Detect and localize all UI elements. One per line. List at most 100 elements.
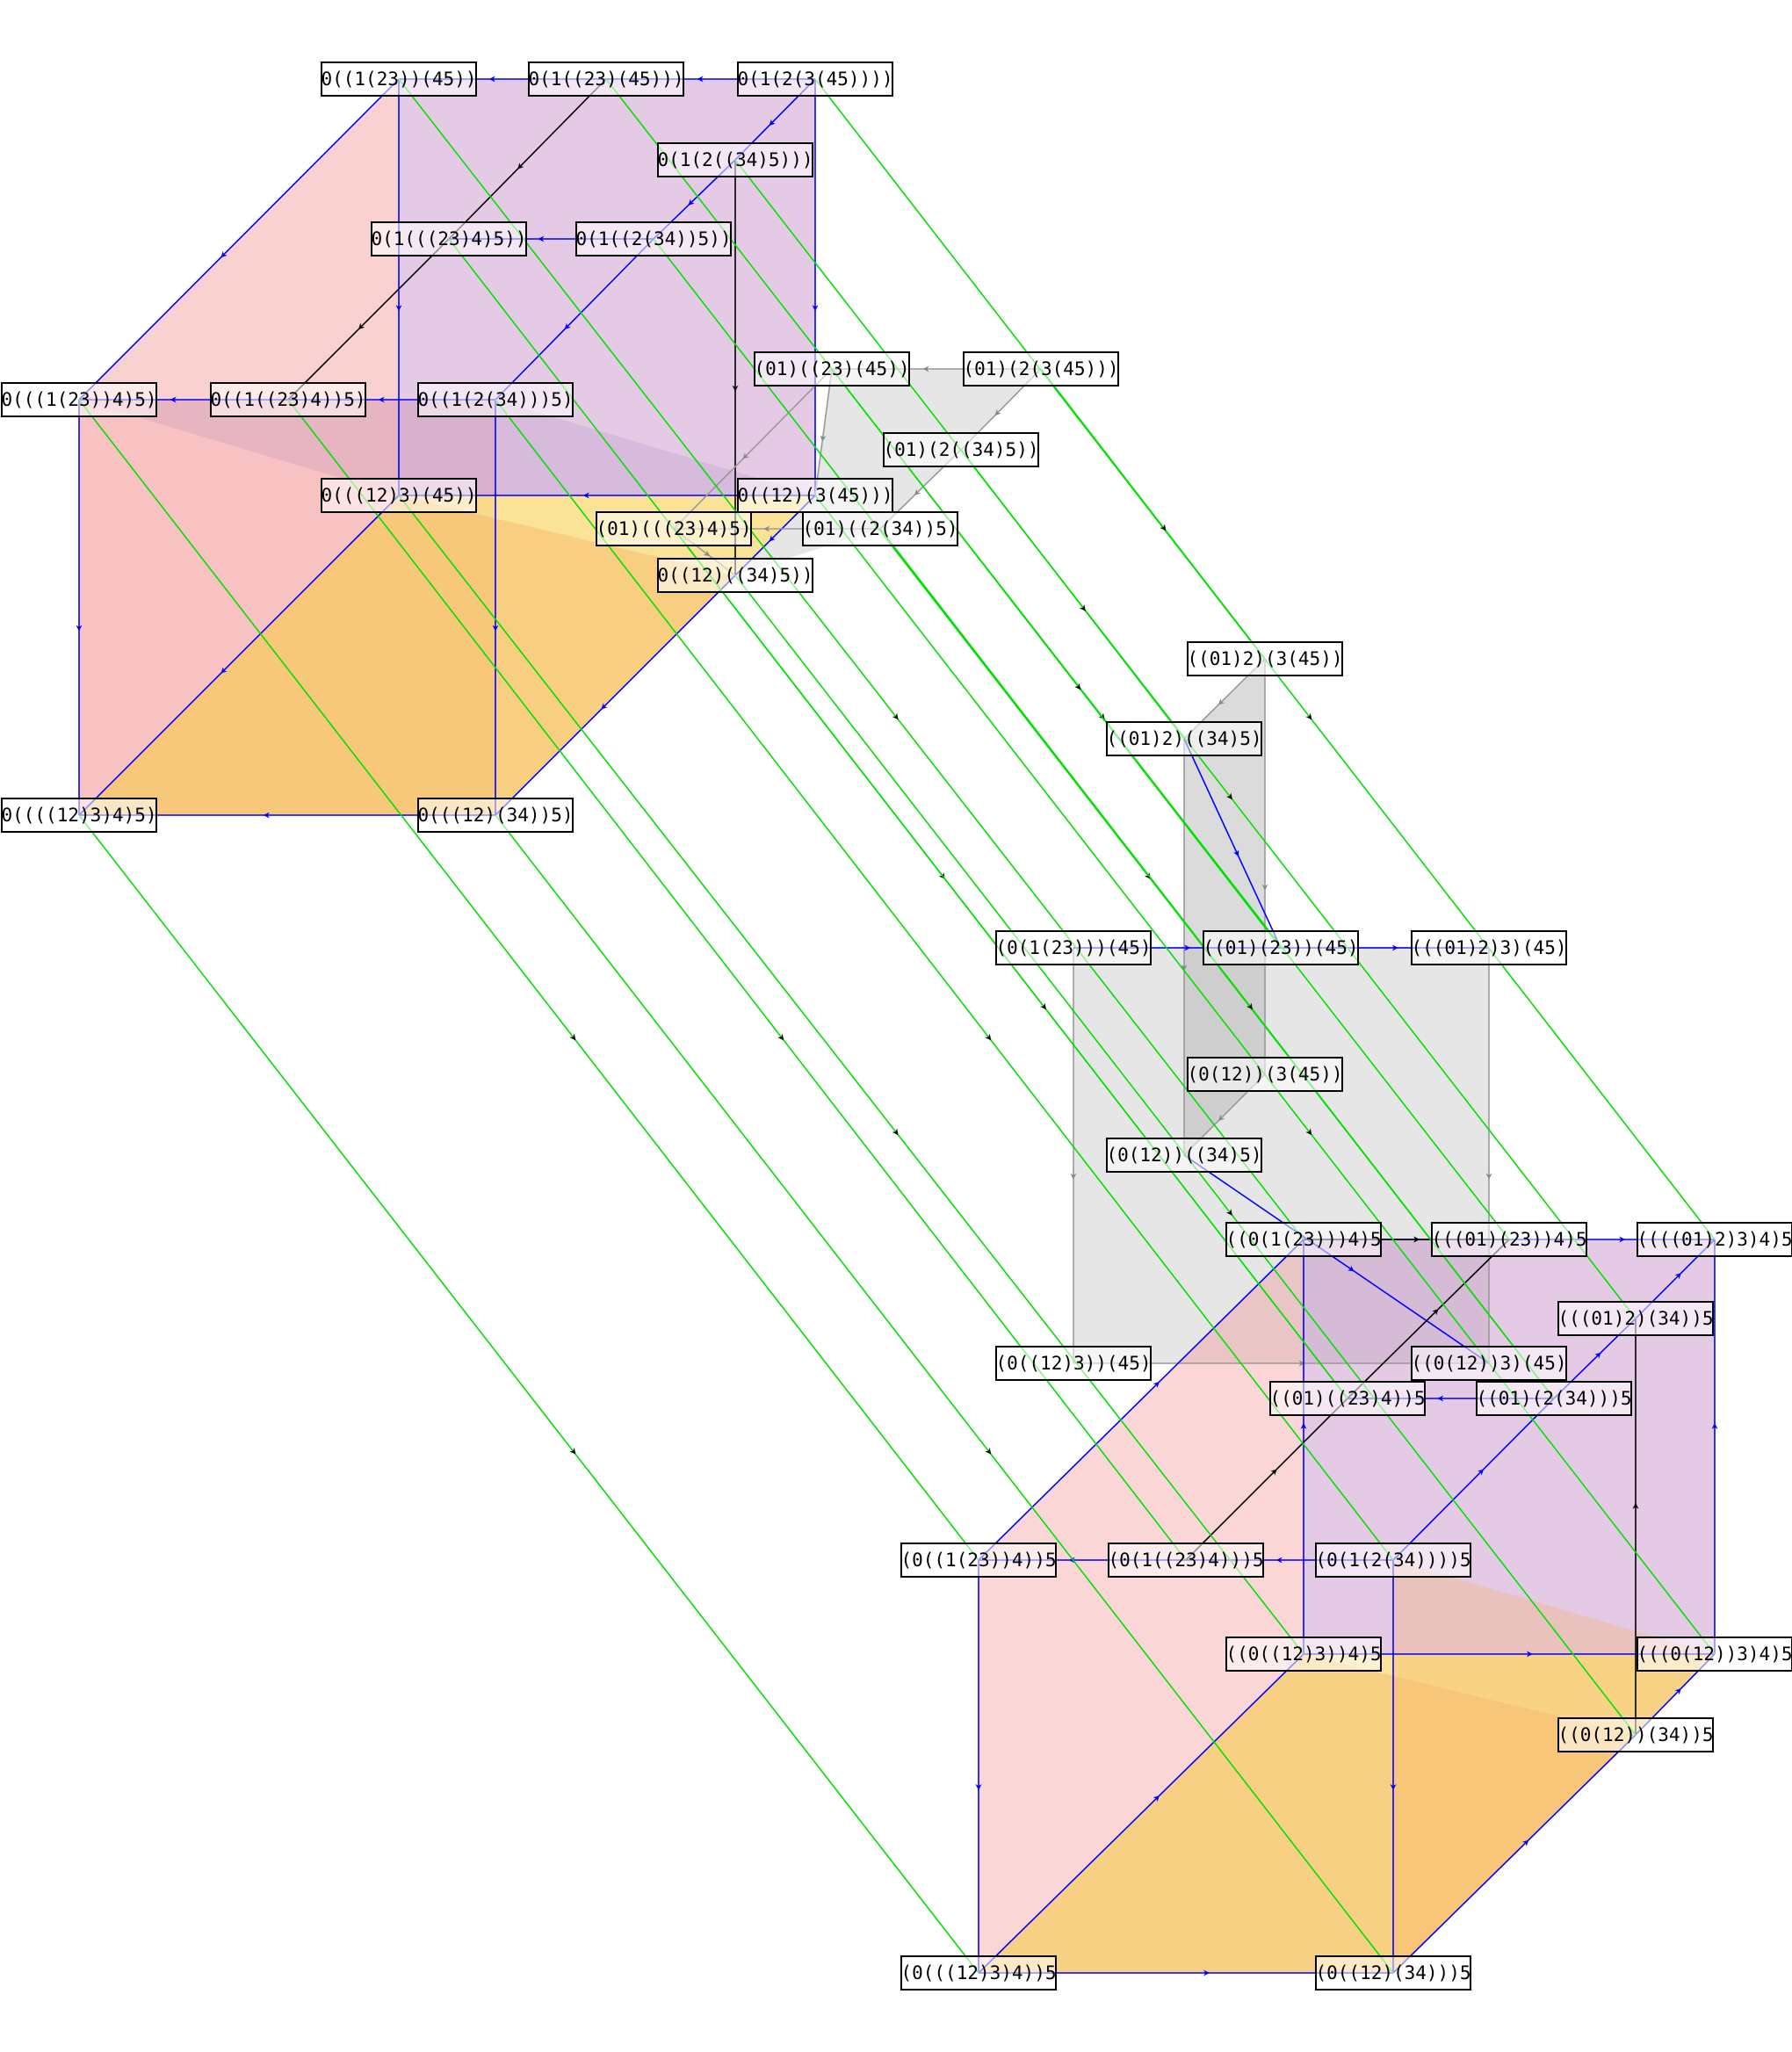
node-label: ((0((12)3))4)5 (1225, 1644, 1381, 1665)
node-b3: (01)(2((34)5)) (883, 432, 1039, 467)
node-e7: (0((1(23))4))5 (900, 1543, 1057, 1578)
node-label: (((01)(23))4)5 (1431, 1229, 1586, 1250)
node-e11: (((0(12))3)4)5 (1637, 1637, 1792, 1672)
edge-e14-e12 (1392, 1734, 1637, 1974)
node-box (210, 382, 366, 417)
green-edge-a7-e7 (78, 399, 979, 1561)
node-e8: (0(1((23)4)))5 (1108, 1543, 1264, 1578)
edge-e9-e6 (1392, 1398, 1555, 1561)
edge-e7-e1 (978, 1239, 1304, 1561)
node-label: 0(1(((23)4)5)) (371, 228, 526, 249)
node-b2: (01)(2(3(45))) (963, 351, 1119, 387)
node-box (657, 142, 813, 177)
node-label: (0(1((23)4)))5 (1108, 1550, 1263, 1571)
node-box (802, 511, 958, 546)
face-mid-grey3 (1073, 948, 1489, 1363)
node-box (371, 221, 527, 256)
node-box (1187, 641, 1343, 676)
node-label: 0((12)((34)5)) (657, 565, 813, 586)
node-a13: 0((((12)3)4)5) (1, 798, 157, 833)
node-box (737, 478, 893, 513)
node-label: 0((1(2(34)))5) (417, 389, 573, 410)
node-box (596, 511, 752, 546)
node-box (1637, 1222, 1792, 1257)
node-e4: (((01)2)(34))5 (1557, 1301, 1714, 1336)
node-label: (01)(2(3(45))) (963, 358, 1118, 379)
node-e10: ((0((12)3))4)5 (1225, 1637, 1382, 1672)
node-a2: 0(1((23)(45))) (528, 61, 684, 97)
node-box (1557, 1301, 1714, 1336)
node-label: ((0(12))3)(45) (1411, 1353, 1566, 1374)
node-box (995, 1346, 1152, 1381)
node-label: ((01)(2(34)))5 (1476, 1388, 1631, 1409)
node-box (1637, 1637, 1792, 1672)
node-a11: 0((12)(3(45))) (737, 478, 893, 513)
node-label: (01)(2((34)5)) (883, 439, 1038, 460)
node-box (1476, 1381, 1632, 1416)
node-label: 0(1(2(3(45)))) (737, 69, 892, 90)
node-e14: (0((12)(34)))5 (1315, 1955, 1471, 1991)
node-label: 0((1(23))(45)) (321, 69, 476, 90)
edge-d5-d7 (1183, 1154, 1490, 1364)
node-a14: 0(((12)(34))5) (417, 798, 574, 833)
green-edge-b3-c2 (960, 449, 1185, 740)
node-label: 0((((12)3)4)5) (1, 805, 156, 826)
node-box (1557, 1717, 1714, 1752)
node-a12: 0((12)((34)5)) (657, 558, 813, 593)
green-edge-a1-e1 (398, 78, 1304, 1240)
node-label: ((01)(23))(45) (1203, 937, 1358, 958)
node-label: (0(1(23)))(45) (995, 937, 1151, 958)
node-label: (0((12)3))(45) (995, 1353, 1151, 1374)
node-a10: 0(((12)3)(45)) (321, 478, 477, 513)
edge-e8-e5 (1185, 1398, 1348, 1561)
edge-a1-a7 (78, 78, 400, 401)
node-label: 0(((1(23))4)5) (1, 389, 156, 410)
node-box (417, 798, 574, 833)
node-e2: (((01)(23))4)5 (1431, 1222, 1587, 1257)
node-label: ((01)2)((34)5) (1106, 728, 1261, 749)
node-box (1108, 1543, 1264, 1578)
green-edge-a9-e9 (495, 399, 1394, 1561)
node-e5: ((01)((23)4))5 (1269, 1381, 1426, 1416)
face-layer (79, 79, 1715, 1973)
node-a3: 0(1(2(3(45)))) (737, 61, 893, 97)
node-d4: (0(12))(3(45)) (1187, 1057, 1343, 1092)
node-box (1411, 1346, 1567, 1381)
node-a9: 0((1(2(34)))5) (417, 382, 574, 417)
node-a8: 0((1((23)4))5) (210, 382, 366, 417)
face-bot-bottom (979, 1654, 1715, 1973)
node-label: (((01)2)3)(45) (1411, 937, 1566, 958)
node-box (1203, 930, 1359, 965)
node-box (657, 558, 813, 593)
node-d7: ((0(12))3)(45) (1411, 1346, 1567, 1381)
node-label: (((0(12))3)4)5 (1637, 1644, 1792, 1665)
node-box (1187, 1057, 1343, 1092)
node-label: 0(1((23)(45))) (528, 69, 683, 90)
node-label: (01)(((23)4)5) (596, 518, 751, 539)
node-box (1106, 1138, 1262, 1173)
edge-a6-a9 (495, 238, 654, 401)
node-e3: ((((01)2)3)4)5 (1637, 1222, 1792, 1257)
green-edge-a10-e10 (398, 495, 1304, 1655)
node-box (1225, 1637, 1382, 1672)
node-d1: (0(1(23)))(45) (995, 930, 1152, 965)
node-label: 0((12)(3(45))) (737, 485, 892, 506)
node-box (900, 1955, 1057, 1991)
edge-e5-e2 (1347, 1239, 1510, 1399)
node-box (321, 478, 477, 513)
edge-a10-a13 (78, 495, 400, 816)
node-d5: (0(12))((34)5) (1106, 1138, 1262, 1173)
edge-a12-a14 (495, 574, 736, 816)
node-label: (0((12)(34)))5 (1315, 1962, 1470, 1983)
node-e12: ((0(12))(34))5 (1557, 1717, 1714, 1752)
node-box (1225, 1222, 1382, 1257)
face-bot-orange (1393, 1560, 1715, 1973)
node-label: ((0(1(23)))4)5 (1225, 1229, 1381, 1250)
node-c2: ((01)2)((34)5) (1106, 721, 1262, 756)
node-box (1106, 721, 1262, 756)
node-label: ((01)((23)4))5 (1269, 1388, 1425, 1409)
node-label: 0(((12)(34))5) (417, 805, 573, 826)
edge-b1-b4 (673, 368, 833, 530)
node-box (417, 382, 574, 417)
edge-e13-e10 (978, 1653, 1304, 1974)
